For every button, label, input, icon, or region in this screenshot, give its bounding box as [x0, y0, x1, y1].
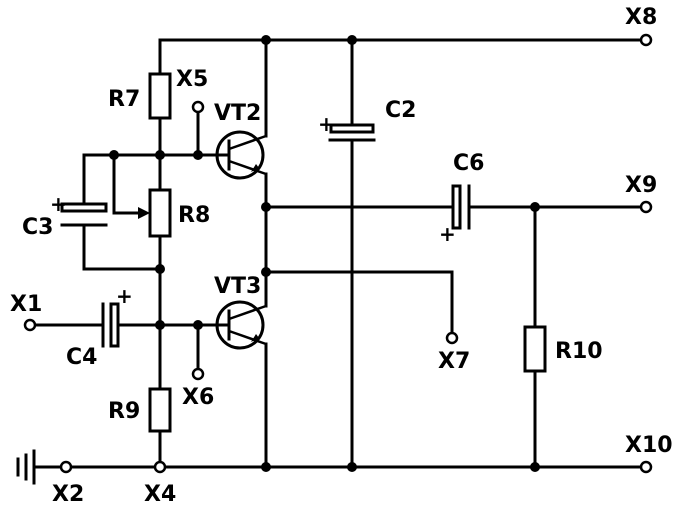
label-x2: X2 — [52, 482, 84, 507]
label-c2: C2 — [385, 98, 416, 123]
label-r8: R8 — [178, 203, 210, 228]
terminal-x9 — [639, 200, 653, 214]
resistor-r10 — [523, 325, 547, 373]
label-x1: X1 — [10, 292, 42, 317]
terminal-x1 — [23, 318, 37, 332]
capacitor-c6 — [451, 184, 471, 230]
label-x9: X9 — [625, 173, 657, 198]
terminal-x2 — [59, 460, 73, 474]
label-c4: C4 — [66, 345, 97, 370]
terminal-x5 — [191, 100, 205, 114]
polarity-c3: + — [50, 192, 67, 216]
terminal-x4 — [153, 460, 167, 474]
label-r7: R7 — [108, 87, 140, 112]
terminal-x7 — [445, 331, 459, 345]
label-vt2: VT2 — [214, 101, 261, 126]
terminal-x10 — [639, 460, 653, 474]
label-r9: R9 — [108, 399, 140, 424]
resistor-r7 — [148, 72, 172, 120]
label-r10: R10 — [555, 339, 603, 364]
capacitor-c2 — [328, 123, 376, 142]
label-x4: X4 — [144, 482, 176, 507]
terminal-x8 — [639, 33, 653, 47]
label-c6: C6 — [453, 151, 484, 176]
label-x8: X8 — [625, 5, 657, 30]
wires — [28, 38, 643, 469]
capacitor-c4 — [101, 302, 120, 348]
capacitor-c3 — [60, 202, 108, 227]
resistor-r9 — [148, 387, 172, 433]
terminal-x6 — [191, 367, 205, 381]
label-x7: X7 — [438, 349, 470, 374]
polarity-c4: + — [116, 284, 133, 308]
junction-dots — [109, 35, 540, 472]
label-x10: X10 — [625, 433, 673, 458]
polarity-c2: + — [318, 112, 335, 136]
polarity-c6: + — [439, 222, 456, 246]
label-c3: C3 — [22, 215, 53, 240]
label-x5: X5 — [176, 67, 208, 92]
label-x6: X6 — [182, 385, 214, 410]
ground-icon — [16, 449, 36, 485]
transistor-vt3 — [215, 300, 267, 350]
label-vt3: VT3 — [214, 274, 261, 299]
r8-wiper-arrow — [138, 207, 150, 219]
transistor-vt2 — [215, 130, 267, 180]
resistor-r8 — [148, 188, 172, 238]
